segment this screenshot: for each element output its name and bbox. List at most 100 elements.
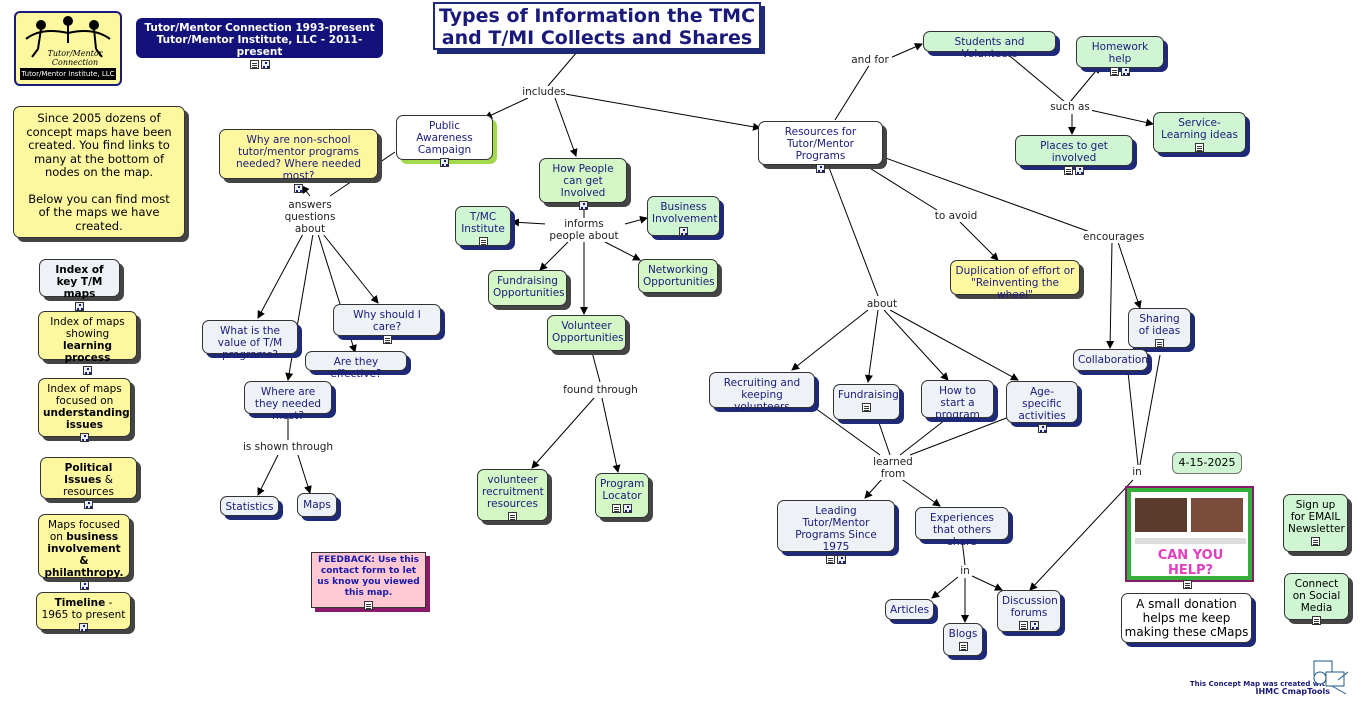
node-fundraising[interactable]: Fundraising xyxy=(833,384,900,420)
node-duplication[interactable]: Duplication of effort or "Reinventing th… xyxy=(950,260,1080,301)
node-business[interactable]: Business Involvement xyxy=(647,196,720,236)
node-volunteer-opp[interactable]: Volunteer Opportunities xyxy=(547,315,626,351)
index-timeline[interactable]: Timeline - 1965 to present xyxy=(36,592,131,632)
index-political-issues[interactable]: Political Issues & resources xyxy=(40,457,137,509)
cmap-icon[interactable] xyxy=(260,60,270,69)
document-icon[interactable] xyxy=(1312,616,1321,625)
link-encourages: encourages xyxy=(1083,231,1145,243)
document-icon[interactable] xyxy=(1183,580,1192,589)
node-tmc-institute[interactable]: T/MC Institute xyxy=(455,206,511,246)
node-how-people[interactable]: How People can get Involved xyxy=(539,158,627,210)
donation-note[interactable]: A small donation helps me keep making th… xyxy=(1121,593,1252,643)
link-shown-through: is shown through xyxy=(242,441,334,453)
logo-org: Tutor/Mentor Institute, LLC xyxy=(20,68,116,80)
document-icon[interactable] xyxy=(1019,621,1028,630)
cmap-icon[interactable] xyxy=(84,500,93,509)
index-business-involvement[interactable]: Maps focused on business involvement & p… xyxy=(38,514,130,590)
link-and-for: and for xyxy=(848,54,892,66)
node-how-start[interactable]: How to start a program xyxy=(921,380,994,421)
node-where-needed[interactable]: Where are they needed most? xyxy=(244,381,332,422)
document-icon[interactable] xyxy=(478,237,488,246)
link-found-through: found through xyxy=(563,384,638,396)
document-icon[interactable] xyxy=(1311,537,1320,546)
node-recruiting[interactable]: Recruiting and keeping volunteers xyxy=(709,372,815,413)
node-maps[interactable]: Maps xyxy=(297,493,337,517)
index-understanding-issues[interactable]: Index of maps focused on understanding i… xyxy=(38,378,131,442)
cmap-icon[interactable] xyxy=(1121,67,1130,76)
cmap-icon[interactable] xyxy=(75,302,84,311)
org-header-box: Tutor/Mentor Connection 1993-present Tut… xyxy=(136,18,383,69)
node-blogs[interactable]: Blogs xyxy=(943,623,983,656)
node-what-value[interactable]: What is the value of T/M programs? xyxy=(202,320,298,361)
node-statistics[interactable]: Statistics xyxy=(220,496,279,516)
intro-note: Since 2005 dozens of concept maps have b… xyxy=(13,106,185,238)
node-social[interactable]: Connect on Social Media xyxy=(1284,573,1349,625)
link-answers: answers questions about xyxy=(280,199,340,235)
cmap-icon[interactable] xyxy=(79,581,89,590)
link-learned-from: learned from xyxy=(872,456,914,480)
node-age-specific[interactable]: Age-specific activities xyxy=(1006,381,1078,433)
node-signup[interactable]: Sign up for EMAIL Newsletter xyxy=(1283,494,1348,552)
link-in-collaboration: in xyxy=(1130,466,1144,478)
cmap-icon[interactable] xyxy=(623,504,632,513)
cmap-icon[interactable] xyxy=(679,227,688,236)
node-discussion[interactable]: Discussion forums xyxy=(997,590,1061,632)
cmap-icon[interactable] xyxy=(79,623,88,632)
document-icon[interactable] xyxy=(958,642,968,651)
document-icon[interactable] xyxy=(1110,67,1119,76)
date-badge: 4-15-2025 xyxy=(1172,452,1242,474)
link-about: about xyxy=(865,298,899,310)
cmap-icon[interactable] xyxy=(816,164,825,173)
document-icon[interactable] xyxy=(1064,166,1073,175)
document-icon[interactable] xyxy=(826,555,835,564)
feedback-box[interactable]: FEEDBACK: Use this contact form to let u… xyxy=(311,552,426,610)
node-students[interactable]: Students and Volunteers xyxy=(923,31,1056,60)
document-icon[interactable] xyxy=(862,403,871,412)
donation-image-text: CAN YOU HELP? xyxy=(1157,548,1224,578)
cmap-icon[interactable] xyxy=(837,555,846,564)
node-fundraising-opp[interactable]: Fundraising Opportunities xyxy=(488,270,567,306)
cmap-icon[interactable] xyxy=(83,366,92,375)
cmap-icon[interactable] xyxy=(1037,424,1047,433)
node-public-awareness[interactable]: Public Awareness Campaign xyxy=(396,115,493,167)
document-icon[interactable] xyxy=(382,335,392,344)
index-key-maps[interactable]: Index of key T/M maps xyxy=(39,259,120,311)
cmap-icon[interactable] xyxy=(1030,621,1039,630)
node-collaboration[interactable]: Collaboration xyxy=(1073,349,1148,371)
link-to-avoid: to avoid xyxy=(932,210,980,222)
node-places[interactable]: Places to get involved xyxy=(1015,135,1133,175)
donation-image[interactable]: CAN YOU HELP? xyxy=(1125,486,1254,582)
node-service-learning[interactable]: Service-Learning ideas xyxy=(1153,112,1246,153)
cmap-icon[interactable] xyxy=(1075,166,1084,175)
cmap-icon[interactable] xyxy=(440,158,449,167)
node-homework[interactable]: Homework help xyxy=(1076,36,1164,76)
node-vol-recruit[interactable]: volunteer recruitment resources xyxy=(477,469,548,521)
node-experiences[interactable]: Experiences that others share xyxy=(915,507,1009,548)
link-such-as: such as xyxy=(1048,101,1092,113)
document-icon[interactable] xyxy=(1155,339,1164,348)
document-icon[interactable] xyxy=(612,504,621,513)
node-effective[interactable]: Are they effective? xyxy=(305,351,407,380)
node-why-needed[interactable]: Why are non-school tutor/mentor programs… xyxy=(219,129,378,193)
document-icon[interactable] xyxy=(249,60,259,69)
node-resources[interactable]: Resources for Tutor/Mentor Programs xyxy=(758,121,883,173)
link-includes: includes xyxy=(522,86,566,98)
cmap-icon[interactable] xyxy=(578,201,588,210)
document-icon[interactable] xyxy=(1195,143,1204,152)
node-leading[interactable]: Leading Tutor/Mentor Programs Since 1975 xyxy=(777,500,895,564)
index-learning-process[interactable]: Index of maps showing learning process xyxy=(38,311,137,375)
document-icon[interactable] xyxy=(364,601,373,610)
page-title: Types of Information the TMC and T/MI Co… xyxy=(433,2,761,50)
node-networking[interactable]: Networking Opportunities xyxy=(638,259,718,293)
document-icon[interactable] xyxy=(508,512,517,521)
node-sharing[interactable]: Sharing of ideas xyxy=(1128,308,1191,348)
node-articles[interactable]: Articles xyxy=(885,599,934,620)
node-program-locator[interactable]: Program Locator xyxy=(595,473,649,518)
people-logo-icon xyxy=(25,16,111,58)
cmap-icon[interactable] xyxy=(294,184,303,193)
cmap-icon[interactable] xyxy=(80,433,89,442)
link-in-experiences: in xyxy=(958,565,972,577)
node-why-care[interactable]: Why should I care? xyxy=(333,304,441,344)
